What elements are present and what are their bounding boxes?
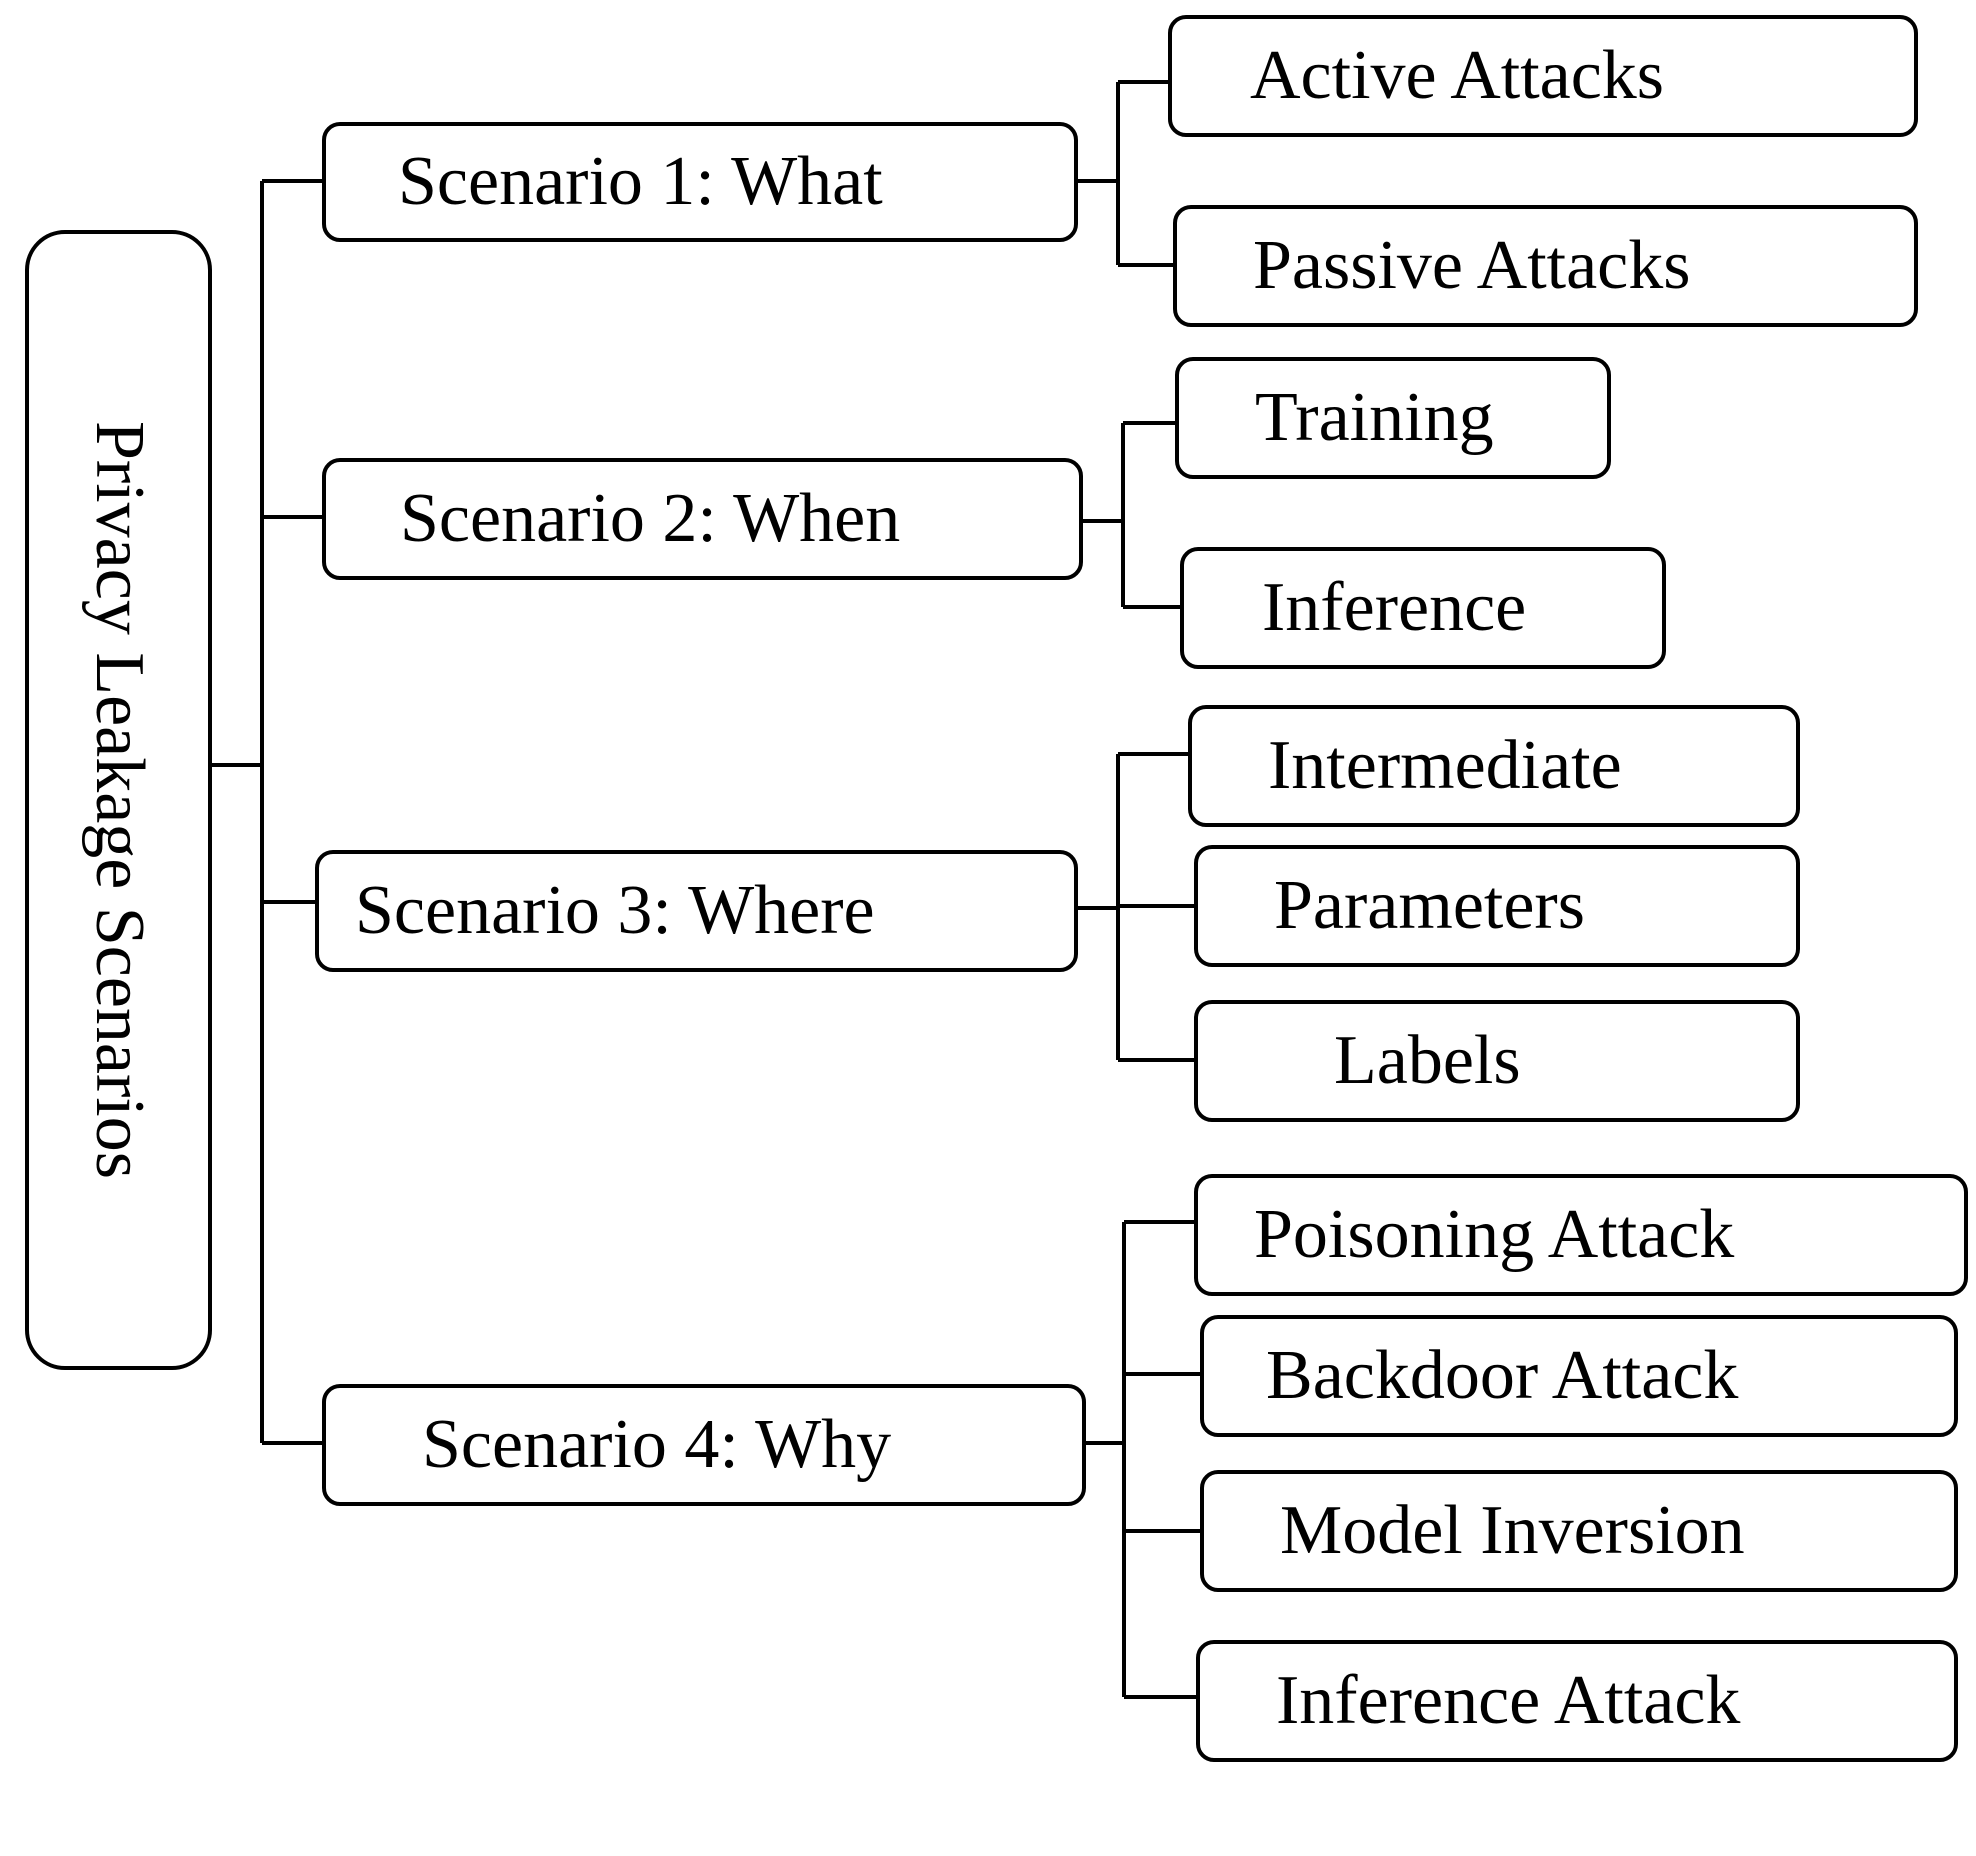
scenario-3-label: Scenario 3: Where [355, 872, 875, 949]
leaf-label: Training [1255, 379, 1494, 456]
leaf-backdoor-attack: Backdoor Attack [1200, 1315, 1958, 1437]
scenario-4-label: Scenario 4: Why [422, 1406, 892, 1483]
leaf-label: Passive Attacks [1253, 227, 1691, 304]
leaf-parameters: Parameters [1194, 845, 1800, 967]
leaf-label: Inference Attack [1276, 1662, 1741, 1739]
root-node: Privacy Leakage Scenarios [25, 230, 212, 1370]
leaf-label: Labels [1334, 1022, 1521, 1099]
scenario-4-node: Scenario 4: Why [322, 1384, 1086, 1506]
leaf-label: Intermediate [1268, 727, 1622, 804]
leaf-labels: Labels [1194, 1000, 1800, 1122]
scenario-2-node: Scenario 2: When [322, 458, 1083, 580]
leaf-inference: Inference [1180, 547, 1666, 669]
leaf-passive-attacks: Passive Attacks [1173, 205, 1918, 327]
leaf-intermediate: Intermediate [1188, 705, 1800, 827]
root-label: Privacy Leakage Scenarios [80, 420, 158, 1180]
leaf-active-attacks: Active Attacks [1168, 15, 1918, 137]
scenario-1-label: Scenario 1: What [398, 143, 883, 220]
scenario-3-node: Scenario 3: Where [315, 850, 1078, 972]
leaf-poisoning-attack: Poisoning Attack [1194, 1174, 1968, 1296]
scenario-1-node: Scenario 1: What [322, 122, 1078, 242]
leaf-label: Inference [1262, 569, 1527, 646]
leaf-label: Parameters [1274, 867, 1585, 944]
leaf-label: Model Inversion [1280, 1492, 1745, 1569]
scenario-2-label: Scenario 2: When [400, 480, 901, 557]
leaf-model-inversion: Model Inversion [1200, 1470, 1958, 1592]
leaf-label: Backdoor Attack [1266, 1337, 1739, 1414]
leaf-inference-attack: Inference Attack [1196, 1640, 1958, 1762]
leaf-label: Active Attacks [1250, 37, 1665, 114]
leaf-training: Training [1175, 357, 1611, 479]
leaf-label: Poisoning Attack [1254, 1196, 1735, 1273]
